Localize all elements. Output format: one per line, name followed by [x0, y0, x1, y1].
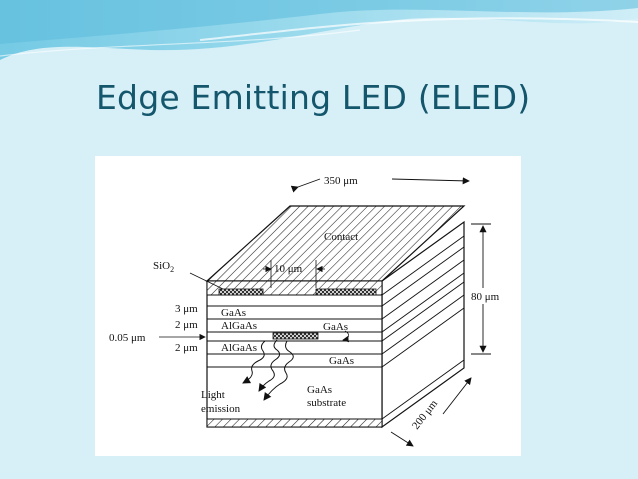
active-pointer — [342, 330, 350, 343]
header-wave-decoration — [0, 0, 638, 60]
sio2-right — [315, 288, 377, 296]
eled-diagram: 350 μm Contact SiO2 10 μm 80 μm — [95, 156, 521, 456]
side-layer-lines — [381, 235, 465, 420]
thickness-2um-bottom: 2 μm — [175, 342, 198, 354]
thickness-0.05um: 0.05 μm — [109, 332, 146, 344]
width-dimension — [290, 177, 470, 193]
algaas-top-label: AlGaAs — [221, 320, 257, 332]
front-layer-lines — [207, 305, 382, 368]
sio2-leader — [189, 272, 224, 290]
height-label: 80 μm — [471, 291, 500, 303]
algaas-bottom-label: AlGaAs — [221, 342, 257, 354]
stripe-dimension — [263, 260, 325, 288]
height-dimension — [471, 223, 491, 355]
gaas-active-label: GaAs — [323, 321, 348, 333]
thickness-3um: 3 μm — [175, 303, 198, 315]
width-label: 350 μm — [324, 175, 358, 187]
thickness-2um-top: 2 μm — [175, 319, 198, 331]
substrate-label-2: substrate — [307, 397, 346, 409]
bottom-contact-strip — [206, 418, 383, 428]
stripe-label: 10 μm — [274, 263, 303, 275]
gaas-top-label: GaAs — [221, 307, 246, 319]
sio2-left — [218, 288, 264, 296]
substrate-label-1: GaAs — [307, 384, 332, 396]
depth-dimension — [390, 377, 472, 447]
gaas-bottom-label: GaAs — [329, 355, 354, 367]
contact-label: Contact — [324, 231, 358, 243]
active-region-stripe — [272, 332, 319, 340]
sio2-label: SiO2 — [153, 260, 174, 274]
light-label-1: Light — [201, 389, 225, 401]
light-label-2: emission — [201, 403, 241, 415]
light-emission-arrows — [242, 339, 294, 401]
slide-title: Edge Emitting LED (ELED) — [96, 78, 531, 117]
